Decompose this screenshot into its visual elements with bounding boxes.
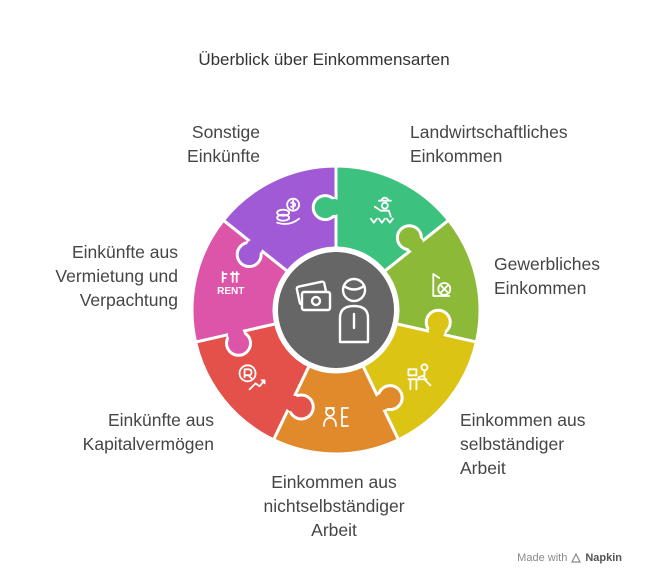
capital-growth-icon [238,364,266,391]
napkin-brand: Napkin [585,552,622,564]
center-circle [274,248,398,372]
farmer-icon [369,196,394,224]
label-kapital: Einkünfte aus Kapitalvermögen [82,410,214,454]
label-selbstaendig: Einkommen aus selbständiger Arbeit [460,410,586,478]
diagram-title: Überblick über Einkommensarten [198,50,450,69]
label-nichtselbstaendig: Einkommen aus nichtselbständiger Arbeit [263,472,405,540]
puzzle-neck [227,326,244,343]
footer: Made with Napkin [517,552,622,564]
label-landwirtschaft: Landwirtschaftliches Einkommen [410,122,568,166]
label-vermietung: Einkünfte aus Vermietung und Verpachtung [55,242,178,310]
money-person-icon [295,277,370,344]
label-gewerbe: Gewerbliches Einkommen [494,254,601,298]
made-with-text: Made with [517,552,568,564]
puzzle-neck [374,394,391,411]
napkin-logo-icon [571,553,582,563]
puzzle-neck [246,239,263,256]
puzzle-neck [407,236,424,253]
puzzle-neck [326,199,343,216]
rent-sign-icon: RENT [217,271,244,297]
industry-icon [432,273,452,297]
puzzle-neck [428,323,445,340]
label-sonstige: Sonstige Einkünfte [187,122,260,166]
puzzle-neck [284,395,301,412]
rent-sign-text: RENT [217,286,244,297]
coins-hand-icon [276,197,301,225]
employee-icon [323,407,349,427]
desk-worker-icon [407,363,432,391]
